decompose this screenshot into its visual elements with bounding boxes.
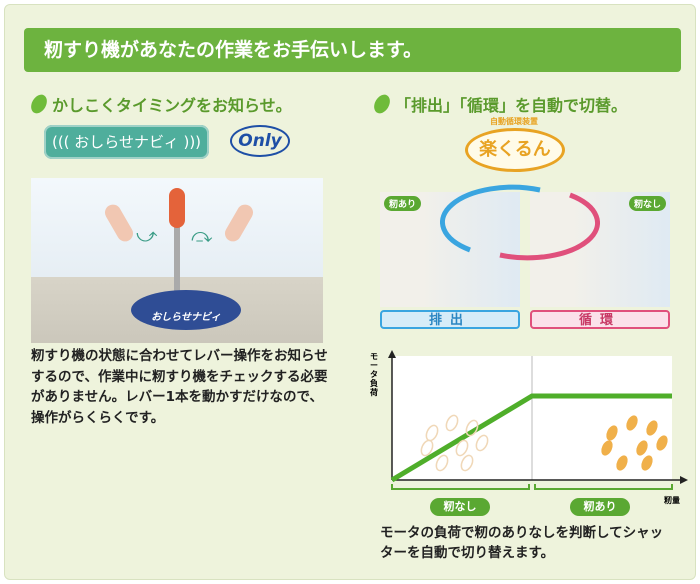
- region-label-empty: 籾なし: [430, 498, 490, 516]
- rice-grain: [636, 440, 648, 456]
- only-logo: Only: [230, 125, 290, 157]
- navi-panel: おしらせナビィ: [131, 290, 241, 330]
- discharge-photo: 籾あり: [380, 192, 520, 307]
- bracket-empty: [391, 484, 530, 490]
- tag-without-rice: 籾なし: [628, 196, 666, 211]
- rice-grain: [626, 415, 638, 431]
- empty-grain: [460, 454, 474, 472]
- arrow-right-icon: ⤼: [191, 223, 213, 247]
- right-heading-text: 「排出」「循環」を自動で切替。: [395, 96, 628, 115]
- motor-load-chart: [388, 350, 688, 490]
- lever-photo: ⤻ ⤼ おしらせナビィ: [31, 178, 323, 343]
- rice-grain: [616, 455, 628, 471]
- label-discharge: 排出: [380, 310, 520, 329]
- x-axis-label: 籾量: [664, 496, 680, 505]
- oshirase-navi-badge: ((( おしらせナビィ ))): [44, 125, 209, 159]
- lever-ghost-right: [222, 201, 256, 245]
- rice-grain: [656, 435, 668, 451]
- seed-icon: [370, 91, 394, 117]
- rakururn-logo: 自動循環装置楽くるん: [465, 117, 565, 172]
- lever-ghost-left: [102, 201, 136, 245]
- lever-shaft: [174, 223, 180, 313]
- empty-grain: [435, 454, 449, 472]
- left-description: 籾すり機の状態に合わせてレバー操作をお知らせするので、作業中に籾すり機をチェック…: [31, 348, 328, 426]
- y-axis-label: モータ負荷: [370, 352, 378, 397]
- logo-text: 楽くるん: [479, 139, 551, 160]
- empty-grain: [465, 419, 479, 437]
- cycle-arrows-icon: [440, 184, 600, 261]
- empty-grain: [445, 414, 459, 432]
- right-heading: 「排出」「循環」を自動で切替。: [370, 91, 628, 117]
- page-title: 籾すり機があなたの作業をお手伝いします。: [24, 28, 681, 72]
- rice-grain: [601, 440, 613, 456]
- rice-grain: [641, 455, 653, 471]
- left-heading-text: かしこくタイミングをお知らせ。: [52, 96, 292, 115]
- lever-handle: [169, 188, 185, 228]
- series-line: [390, 393, 672, 483]
- y-axis-arrow: [388, 350, 396, 358]
- region-label-full: 籾あり: [570, 498, 630, 516]
- empty-grain: [420, 439, 434, 457]
- seed-icon: [27, 91, 51, 117]
- circulate-photo: 籾なし: [530, 192, 670, 307]
- arrow-left-icon: ⤻: [136, 223, 158, 247]
- tag-with-rice: 籾あり: [384, 196, 422, 211]
- x-axis-arrow: [680, 476, 688, 484]
- right-description: モータの負荷で籾のありなしを判断してシャッターを自動で切り替えます。: [380, 525, 664, 561]
- rice-grain: [646, 420, 658, 436]
- bracket-full: [534, 484, 673, 490]
- left-heading: かしこくタイミングをお知らせ。: [27, 91, 292, 117]
- label-circulate: 循環: [530, 310, 670, 329]
- logo-sub: 自動循環装置: [490, 117, 538, 126]
- rice-grain: [606, 425, 618, 441]
- empty-grain: [475, 434, 489, 452]
- empty-grain: [455, 439, 469, 457]
